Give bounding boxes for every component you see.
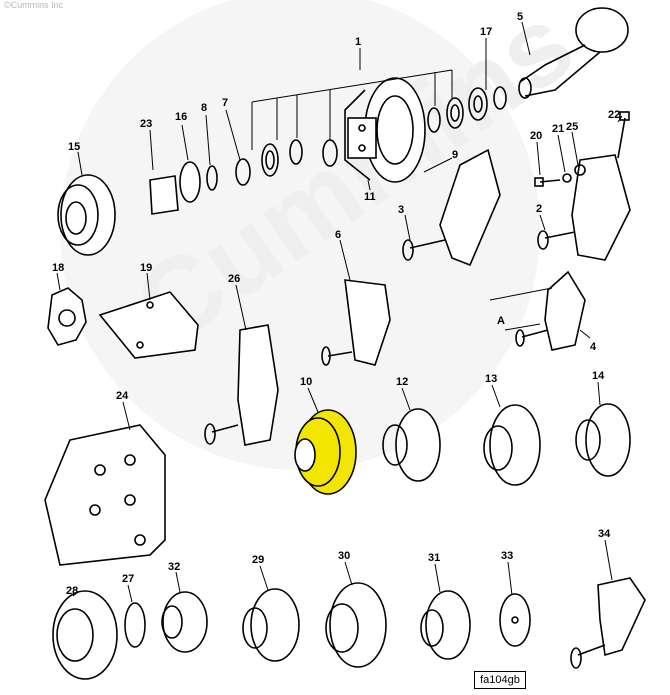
pulley-12 <box>382 408 441 482</box>
plate-27 <box>124 602 146 648</box>
callout-31: 31 <box>428 552 440 564</box>
pulley-13 <box>483 404 541 486</box>
hub-assembly <box>344 77 426 183</box>
bolts <box>534 111 630 187</box>
callout-16: 16 <box>175 111 187 123</box>
plate-19 <box>98 291 199 359</box>
housing-24 <box>44 424 166 566</box>
watermark-logo: Cummins <box>60 0 595 470</box>
callout-9: 9 <box>452 149 458 161</box>
flange-18 <box>47 287 87 346</box>
spindle-3 <box>402 148 501 267</box>
callout-26: 26 <box>228 273 240 285</box>
callout-1: 1 <box>355 36 361 48</box>
callout-13: 13 <box>485 373 497 385</box>
spindle-4 <box>489 270 586 351</box>
pulley-29 <box>242 588 300 662</box>
callout-34: 34 <box>598 528 611 540</box>
callout-6: 6 <box>335 229 341 241</box>
callout-21: 21 <box>552 123 564 135</box>
callout-22: 22 <box>608 109 620 121</box>
pulley-15 <box>57 174 116 256</box>
seal-and-spacers <box>149 158 251 215</box>
hub-32 <box>161 591 208 653</box>
spindle-34 <box>570 577 646 669</box>
callout-11: 11 <box>364 191 376 203</box>
pulley-28 <box>52 590 118 680</box>
callout-15: 15 <box>68 141 80 153</box>
callout-19: 19 <box>140 262 152 274</box>
callout-28: 28 <box>66 585 78 597</box>
callout-20: 20 <box>530 130 542 142</box>
callout-10: 10 <box>300 376 312 388</box>
callout-12: 12 <box>396 376 408 388</box>
spindle-6 <box>321 279 391 366</box>
pulley-31 <box>420 590 471 660</box>
callout-33: 33 <box>501 550 513 562</box>
spindle-26 <box>204 324 279 446</box>
callout-7: 7 <box>222 97 228 109</box>
callout-14: 14 <box>592 370 605 382</box>
callout-8: 8 <box>201 102 207 114</box>
callout-32: 32 <box>168 561 180 573</box>
callout-29: 29 <box>252 554 264 566</box>
copyright-notice: ©Cummins Inc <box>4 0 64 10</box>
callout-2: 2 <box>536 203 542 215</box>
callout-25: 25 <box>566 121 578 133</box>
bearing-set <box>261 86 507 177</box>
callout-18: 18 <box>52 262 64 274</box>
callout-labels: 1 17 5 23 16 8 7 9 11 15 20 21 25 22 3 2… <box>52 11 620 597</box>
callout-3: 3 <box>398 204 404 216</box>
callout-27: 27 <box>122 573 134 585</box>
callout-23: 23 <box>140 118 152 130</box>
dimension-label-a: A <box>497 315 505 327</box>
leader-lines <box>56 21 623 603</box>
bracket-5 <box>518 7 629 99</box>
callout-24: 24 <box>116 390 129 402</box>
callout-30: 30 <box>338 550 350 562</box>
callout-5: 5 <box>517 11 523 23</box>
pulley-10-highlighted <box>294 409 357 495</box>
callout-17: 17 <box>480 26 492 38</box>
pulley-14 <box>575 403 631 477</box>
plate-33 <box>499 593 531 647</box>
pulley-30 <box>325 582 387 668</box>
spindle-2 <box>537 154 631 261</box>
callout-4: 4 <box>590 341 597 353</box>
figure-id-label: fa104gb <box>474 671 526 689</box>
